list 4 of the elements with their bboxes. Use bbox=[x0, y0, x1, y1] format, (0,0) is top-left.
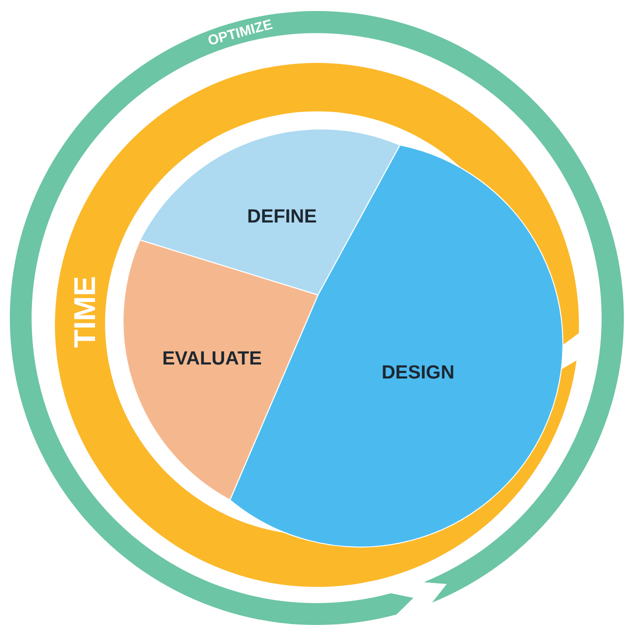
slice-label: DEFINE bbox=[247, 208, 317, 226]
ring-label: TIME bbox=[71, 276, 101, 348]
slice-label: DESIGN bbox=[382, 364, 454, 382]
slice-label: EVALUATE bbox=[162, 350, 262, 368]
